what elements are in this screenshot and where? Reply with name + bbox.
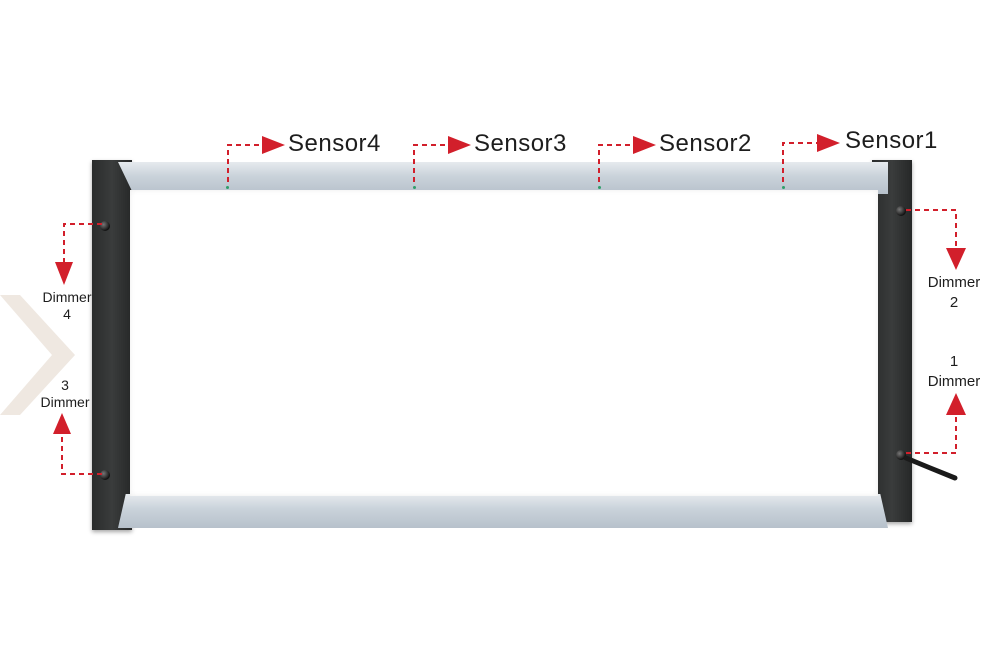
dimmer4-knob[interactable] xyxy=(100,221,110,231)
sensor1-arrowhead-icon xyxy=(817,134,840,152)
sensor2-led xyxy=(598,186,601,189)
dimmer4-number: 4 xyxy=(63,306,71,322)
dimmer1-arrowhead-icon xyxy=(946,393,966,415)
sensor3-arrowhead-icon xyxy=(448,136,471,154)
dimmer1-knob[interactable] xyxy=(896,450,906,460)
dimmer3-knob[interactable] xyxy=(100,470,110,480)
dimmer1-word: Dimmer xyxy=(927,373,981,390)
sensor2-arrowhead-icon xyxy=(633,136,656,154)
dimmer3-arrowhead-icon xyxy=(53,413,71,434)
dimmer2-number: 2 xyxy=(949,294,959,311)
sensor4-arrowhead-icon xyxy=(262,136,285,154)
sensor3-label: Sensor3 xyxy=(474,130,567,157)
decor-chevron-icon xyxy=(0,295,75,415)
light-panel-surface xyxy=(130,190,878,496)
dimmer3-number: 3 xyxy=(61,377,69,393)
left-frame-bar xyxy=(92,160,132,530)
arrowheads xyxy=(53,134,966,434)
sensor1-label: Sensor1 xyxy=(845,127,938,154)
dimmer3-word: Dimmer xyxy=(40,394,90,410)
right-frame-bar xyxy=(872,160,912,522)
dimmer2-arrowhead-icon xyxy=(946,248,966,270)
sensor2-label: Sensor2 xyxy=(659,130,752,157)
dimmer3-label: 3 Dimmer xyxy=(30,377,100,411)
sensor4-led xyxy=(226,186,229,189)
bottom-rail xyxy=(118,494,888,528)
sensor4-label: Sensor4 xyxy=(288,130,381,157)
dimmer1-label: 1 Dimmer xyxy=(919,352,989,392)
dimmer4-word: Dimmer xyxy=(42,289,92,305)
dimmer4-label: Dimmer 4 xyxy=(32,289,102,323)
dimmer2-word: Dimmer xyxy=(927,274,981,291)
dimmer4-arrowhead-icon xyxy=(55,262,73,285)
top-rail xyxy=(118,162,888,194)
dimmer2-label: Dimmer 2 xyxy=(919,273,989,313)
sensor1-led xyxy=(782,186,785,189)
sensor3-led xyxy=(413,186,416,189)
dimmer2-knob[interactable] xyxy=(896,206,906,216)
dimmer1-number: 1 xyxy=(949,353,959,370)
